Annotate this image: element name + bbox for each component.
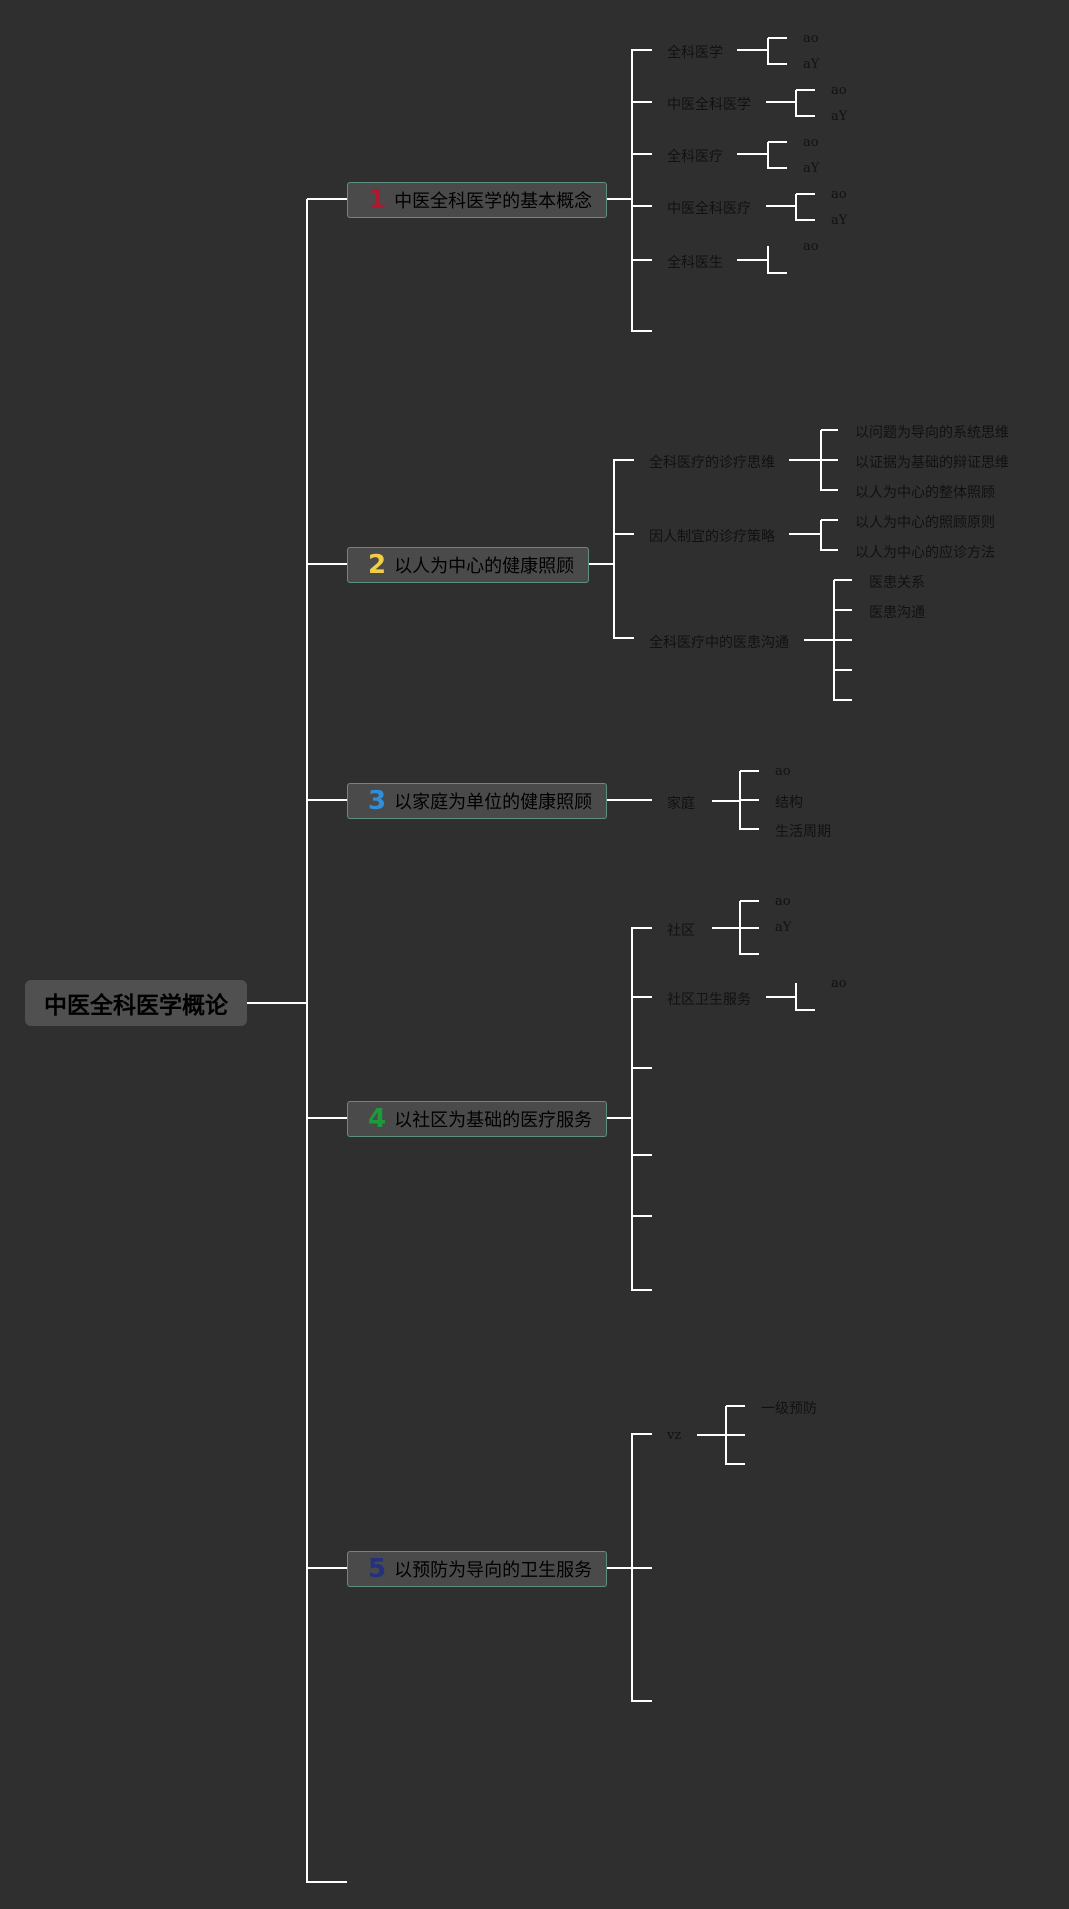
chapter-1-item-3[interactable]: 全科医疗 bbox=[667, 149, 723, 165]
chapter-2-topic[interactable]: 2 以人为中心的健康照顾 bbox=[347, 547, 590, 583]
ch1-item5-bracket bbox=[737, 246, 787, 274]
ch1-item4-bracket bbox=[766, 193, 815, 221]
chapter-2-item-2[interactable]: 因人制宜的诊疗策略 bbox=[649, 529, 775, 545]
chapter-1-item-4[interactable]: 中医全科医疗 bbox=[667, 201, 751, 217]
ch1-item2-bracket bbox=[766, 89, 815, 117]
root-topic[interactable]: 中医全科医学概论 bbox=[25, 980, 247, 1026]
chapter-3-item-1-leaf-2[interactable]: 结构 bbox=[775, 795, 803, 811]
chapter-3-item-1[interactable]: 家庭 bbox=[667, 796, 695, 812]
main-spine bbox=[306, 199, 347, 1883]
chapter-1-number: 1 bbox=[368, 185, 387, 215]
chapter-1-topic[interactable]: 1 中医全科医学的基本概念 bbox=[347, 182, 608, 218]
chapter-1-item-1-leaf-1[interactable]: ao bbox=[803, 31, 819, 46]
chapter-2-item-3-leaf-1[interactable]: 医患关系 bbox=[869, 575, 925, 591]
chapter-1-item-2-leaf-2[interactable]: aY bbox=[831, 109, 848, 124]
chapter-1-item-1[interactable]: 全科医学 bbox=[667, 45, 723, 61]
chapter-1-item-4-leaf-1[interactable]: ao bbox=[831, 187, 847, 202]
chapter-3-item-1-leaf-1[interactable]: ao bbox=[775, 764, 791, 779]
ch3-item1-bracket bbox=[712, 770, 759, 830]
ch1-item3-bracket bbox=[737, 141, 787, 169]
ch2-bracket bbox=[613, 459, 634, 639]
chapter-2-item-1-leaf-2[interactable]: 以证据为基础的辩证思维 bbox=[855, 455, 1009, 471]
ch2-item3-bracket bbox=[804, 579, 852, 701]
chapter-2-item-2-leaf-1[interactable]: 以人为中心的照顾原则 bbox=[855, 515, 995, 531]
chapter-5-number: 5 bbox=[368, 1554, 387, 1584]
ch4-item1-bracket bbox=[712, 900, 759, 955]
chapter-1-item-1-leaf-2[interactable]: aY bbox=[803, 57, 820, 72]
chapter-2-item-1-leaf-3[interactable]: 以人为中心的整体照顾 bbox=[855, 485, 995, 501]
chapter-2-item-2-leaf-2[interactable]: 以人为中心的应诊方法 bbox=[855, 545, 995, 561]
chapter-5-item-1[interactable]: vz bbox=[667, 1428, 682, 1443]
chapter-3-item-1-leaf-3[interactable]: 生活周期 bbox=[775, 824, 831, 840]
chapter-3-number: 3 bbox=[368, 786, 387, 816]
ch2-item1-bracket bbox=[789, 429, 838, 491]
chapter-1-item-4-leaf-2[interactable]: aY bbox=[831, 213, 848, 228]
chapter-1-item-5-leaf-1[interactable]: ao bbox=[803, 239, 819, 254]
chapter-5-title: 以预防为导向的卫生服务 bbox=[394, 1560, 593, 1581]
chapter-4-item-1-leaf-1[interactable]: ao bbox=[775, 894, 791, 909]
chapter-4-item-1[interactable]: 社区 bbox=[667, 923, 695, 939]
chapter-1-item-2[interactable]: 中医全科医学 bbox=[667, 97, 751, 113]
chapter-4-topic[interactable]: 4 以社区为基础的医疗服务 bbox=[347, 1101, 608, 1137]
chapter-2-number: 2 bbox=[368, 550, 387, 580]
chapter-3-topic[interactable]: 3 以家庭为单位的健康照顾 bbox=[347, 783, 608, 819]
ch1-item1-bracket bbox=[737, 37, 787, 65]
chapter-4-item-2[interactable]: 社区卫生服务 bbox=[667, 992, 751, 1008]
chapter-2-item-1[interactable]: 全科医疗的诊疗思维 bbox=[649, 455, 775, 471]
ch4-bracket bbox=[631, 927, 652, 1291]
ch4-item2-bracket bbox=[766, 983, 815, 1011]
ch5-item1-bracket bbox=[697, 1405, 745, 1465]
chapter-4-item-1-leaf-2[interactable]: aY bbox=[775, 920, 792, 935]
chapter-5-topic[interactable]: 5 以预防为导向的卫生服务 bbox=[347, 1551, 608, 1587]
chapter-1-item-3-leaf-1[interactable]: ao bbox=[803, 135, 819, 150]
chapter-2-item-3[interactable]: 全科医疗中的医患沟通 bbox=[649, 635, 789, 651]
ch1-bracket bbox=[631, 49, 652, 332]
chapter-2-item-3-leaf-2[interactable]: 医患沟通 bbox=[869, 605, 925, 621]
chapter-4-item-2-leaf-1[interactable]: ao bbox=[831, 976, 847, 991]
ch2-item2-bracket bbox=[789, 519, 838, 551]
chapter-1-item-5[interactable]: 全科医生 bbox=[667, 255, 723, 271]
chapter-3-title: 以家庭为单位的健康照顾 bbox=[394, 792, 593, 813]
chapter-4-number: 4 bbox=[368, 1104, 387, 1134]
chapter-5-item-1-leaf-1[interactable]: 一级预防 bbox=[761, 1401, 817, 1417]
chapter-1-title: 中医全科医学的基本概念 bbox=[394, 191, 593, 212]
chapter-2-title: 以人为中心的健康照顾 bbox=[394, 556, 575, 577]
chapter-1-item-3-leaf-2[interactable]: aY bbox=[803, 161, 820, 176]
chapter-2-item-1-leaf-1[interactable]: 以问题为导向的系统思维 bbox=[855, 425, 1009, 441]
chapter-1-item-2-leaf-1[interactable]: ao bbox=[831, 83, 847, 98]
chapter-4-title: 以社区为基础的医疗服务 bbox=[394, 1110, 593, 1131]
